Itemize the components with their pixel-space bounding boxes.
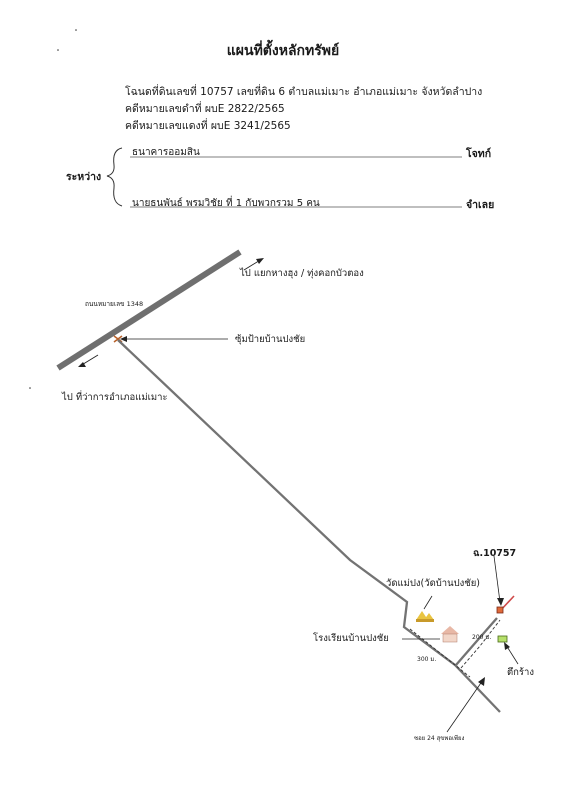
soi-pointer-head (478, 677, 485, 686)
defendant-role: จำเลย (466, 199, 495, 211)
defendant-name: นายธนพันธ์ พรมวิชัย ที่ 1 กับพวกรวม 5 คน (132, 198, 320, 209)
district-arrow-head (78, 362, 86, 367)
route-300m-dash (409, 628, 471, 678)
building-marker (497, 635, 508, 643)
plaintiff-name: ธนาคารออมสิน (132, 147, 200, 158)
soi-pointer (446, 679, 484, 733)
temple-label: วัดแม่ปง(วัดบ้านปงชัย) (386, 578, 481, 589)
black-case-number: คดีหมายเลขดำที่ ผบE 2822/2565 (125, 103, 285, 115)
school-icon (441, 626, 459, 643)
between-label: ระหว่าง (66, 171, 102, 183)
soi-24-label: ซอย 24 สุขพอเพียง (414, 735, 465, 742)
distance-300m-label: 300 ม. (417, 656, 437, 663)
junction-arrow-head (256, 258, 264, 264)
plaintiff-role: โจทก์ (466, 148, 492, 160)
route-200m-dash (460, 619, 501, 669)
deed-pointer (493, 555, 501, 603)
soi-24-road (455, 617, 498, 666)
deed-pointer-head (497, 598, 504, 606)
bus-stop-label: ซุ้มป้ายบ้านปงชัย (235, 334, 306, 345)
red-case-number: คดีหมายเลขแดงที่ ผบE 3241/2565 (125, 120, 291, 132)
deed-line: โฉนดที่ดินเลขที่ 10757 เลขที่ดิน 6 ตำบลแ… (125, 86, 483, 98)
page-title: แผนที่ตั้งหลักทรัพย์ (226, 43, 340, 59)
abandoned-building-label: ตึกร้าง (507, 667, 534, 678)
distance-200m-label: 200 ม. (472, 634, 492, 641)
temple-icon (416, 611, 434, 622)
deed-marker-label: ฉ.10757 (473, 548, 517, 559)
local-road (117, 339, 501, 713)
party-brace (106, 147, 123, 207)
deed-parcel-marker (496, 606, 504, 614)
to-district-label: ไป ที่ว่าการอำเภอแม่เมาะ (62, 392, 168, 403)
highway-1348 (56, 249, 242, 371)
to-junction-label: ไป แยกหางฮุง / ทุ่งคอกบัวตอง (240, 268, 364, 279)
bus-stop-pointer-head (120, 336, 127, 342)
highway-label: ถนนหมายเลข 1348 (85, 300, 144, 308)
school-label: โรงเรียนบ้านปงชัย (313, 633, 389, 644)
temple-pointer (423, 595, 433, 610)
building-pointer-head (504, 642, 510, 650)
